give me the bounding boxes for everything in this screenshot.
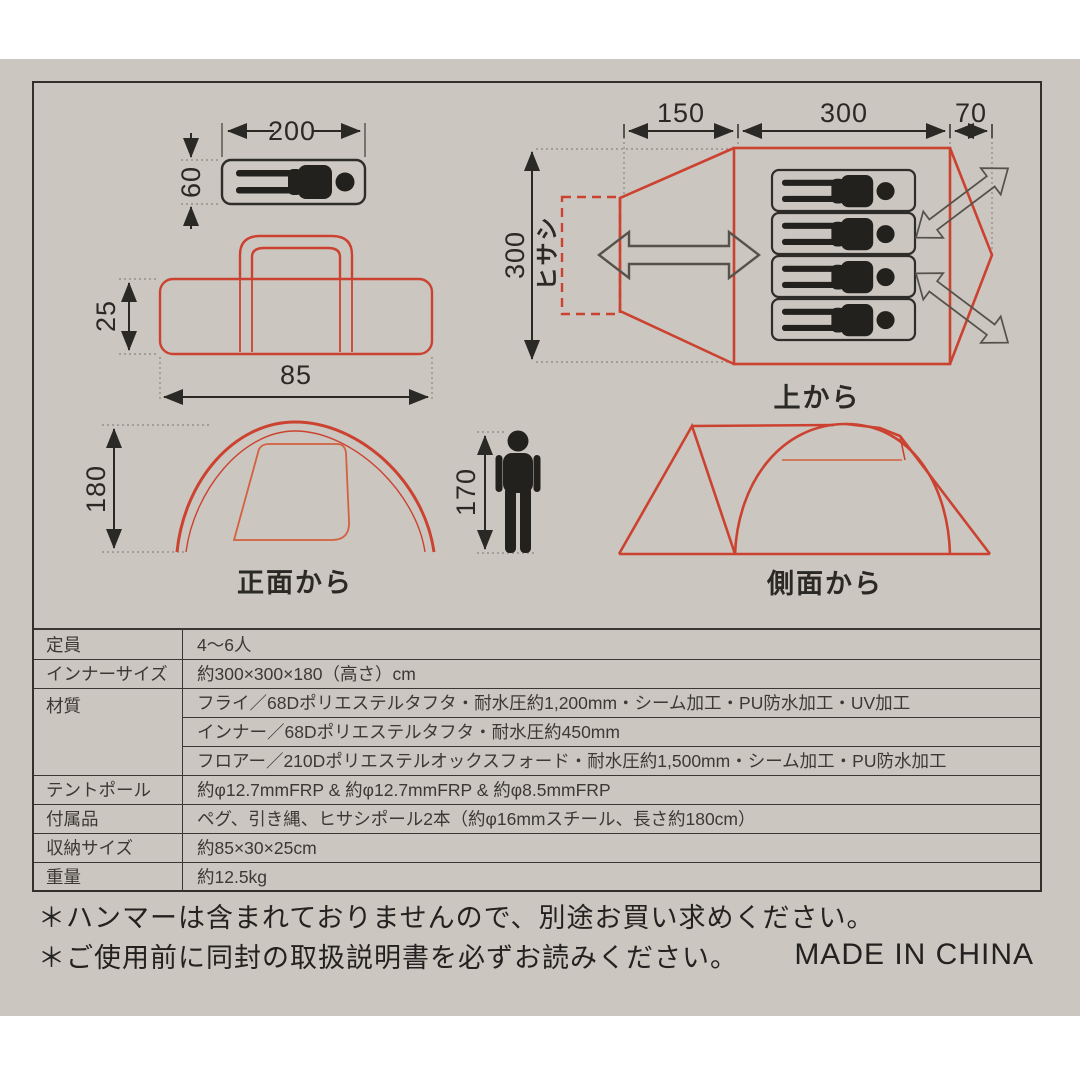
spec-table: 定員 4～6人 インナーサイズ 約300×300×180（高さ）cm 材質 フラ… [34, 628, 1040, 891]
awning-label: ヒサシ [534, 215, 560, 291]
spec-value: フロアー／210Dポリエステルオックスフォード・耐水圧約1,500mm・シーム加… [182, 745, 1040, 776]
table-row: インナー／68Dポリエステルタフタ・耐水圧約450mm [34, 716, 1040, 747]
note-manual: ＊ご使用前に同封の取扱説明書を必ずお読みください。 [38, 943, 738, 973]
front-view-diagram [102, 420, 436, 553]
spec-label: テントポール [34, 774, 183, 805]
tent-diagrams [102, 123, 1019, 556]
mat-height-dim: 60 [175, 165, 206, 199]
table-row: フロアー／210Dポリエステルオックスフォード・耐水圧約1,500mm・シーム加… [34, 745, 1040, 776]
table-row: 収納サイズ 約85×30×25cm [34, 832, 1040, 863]
frontview-caption: 正面から [237, 567, 353, 598]
carry-bag-dimensions [119, 278, 433, 405]
topview-porch-dim: 150 [656, 97, 706, 128]
topview-rear-dim: 70 [954, 97, 988, 128]
spec-value: フライ／68Dポリエステルタフタ・耐水圧約1,200mm・シーム加工・PU防水加… [182, 687, 1040, 718]
bag-height-dim: 25 [90, 299, 121, 333]
spec-value: 4～6人 [182, 630, 1040, 660]
table-row: 材質 フライ／68Dポリエステルタフタ・耐水圧約1,200mm・シーム加工・PU… [34, 687, 1040, 776]
ventilation-arrow-icon [905, 154, 1019, 252]
mat-width-dim: 200 [267, 115, 317, 146]
spec-value: ペグ、引き縄、ヒサシポール2本（約φ16mmスチール、長さ約180cm） [182, 803, 1040, 834]
person-icon [495, 430, 541, 553]
spec-value: 約φ12.7mmFRP & 約φ12.7mmFRP & 約φ8.5mmFRP [182, 774, 1040, 805]
sleeper-icon [782, 303, 895, 337]
spec-label: 収納サイズ [34, 832, 183, 863]
topview-caption: 上から [773, 382, 861, 413]
top-view-diagram [524, 123, 1019, 366]
table-row: インナーサイズ 約300×300×180（高さ）cm [34, 658, 1040, 689]
topview-depth-dim: 300 [499, 230, 530, 280]
footnotes: ＊ハンマーは含まれておりませんので、別途お買い求めください。 ＊ご使用前に同封の… [38, 898, 1036, 1008]
side-view-diagram [617, 422, 992, 556]
sleeper-icon [782, 217, 895, 251]
table-row: 付属品 ペグ、引き縄、ヒサシポール2本（約φ16mmスチール、長さ約180cm） [34, 803, 1040, 834]
person-height-diagram [477, 430, 541, 554]
spec-label: 材質 [34, 687, 183, 776]
diagram-frame: 200 60 25 85 150 300 70 300 ヒサシ 180 170 … [32, 81, 1042, 892]
spec-sheet-background: 200 60 25 85 150 300 70 300 ヒサシ 180 170 … [0, 59, 1080, 1016]
sleeping-mat-diagram [181, 123, 367, 229]
carry-bag-diagram [158, 234, 434, 356]
spec-value: 約85×30×25cm [182, 832, 1040, 863]
table-row: 重量 約12.5kg [34, 861, 1040, 891]
table-row: テントポール 約φ12.7mmFRP & 約φ12.7mmFRP & 約φ8.5… [34, 774, 1040, 805]
spec-value: インナー／68Dポリエステルタフタ・耐水圧約450mm [182, 716, 1040, 747]
sideview-caption: 側面から [767, 568, 883, 599]
sleeper-icon [782, 174, 895, 208]
sleeper-icon [782, 260, 895, 294]
frontview-height-dim: 180 [80, 464, 111, 514]
table-row: 定員 4～6人 [34, 630, 1040, 660]
bag-length-dim: 85 [279, 359, 313, 390]
spec-label: インナーサイズ [34, 658, 183, 689]
person-height-dim: 170 [450, 467, 481, 517]
spec-label: 付属品 [34, 803, 183, 834]
spec-label: 重量 [34, 861, 183, 891]
note-hammer: ＊ハンマーは含まれておりませんので、別途お買い求めください。 [38, 903, 875, 933]
spec-value: 約12.5kg [182, 861, 1040, 891]
ventilation-arrow-icon [905, 259, 1019, 357]
spec-label: 定員 [34, 630, 183, 660]
spec-value: 約300×300×180（高さ）cm [182, 658, 1040, 689]
topview-width-dim: 300 [819, 97, 869, 128]
made-in-china-label: MADE IN CHINA [794, 938, 1034, 971]
